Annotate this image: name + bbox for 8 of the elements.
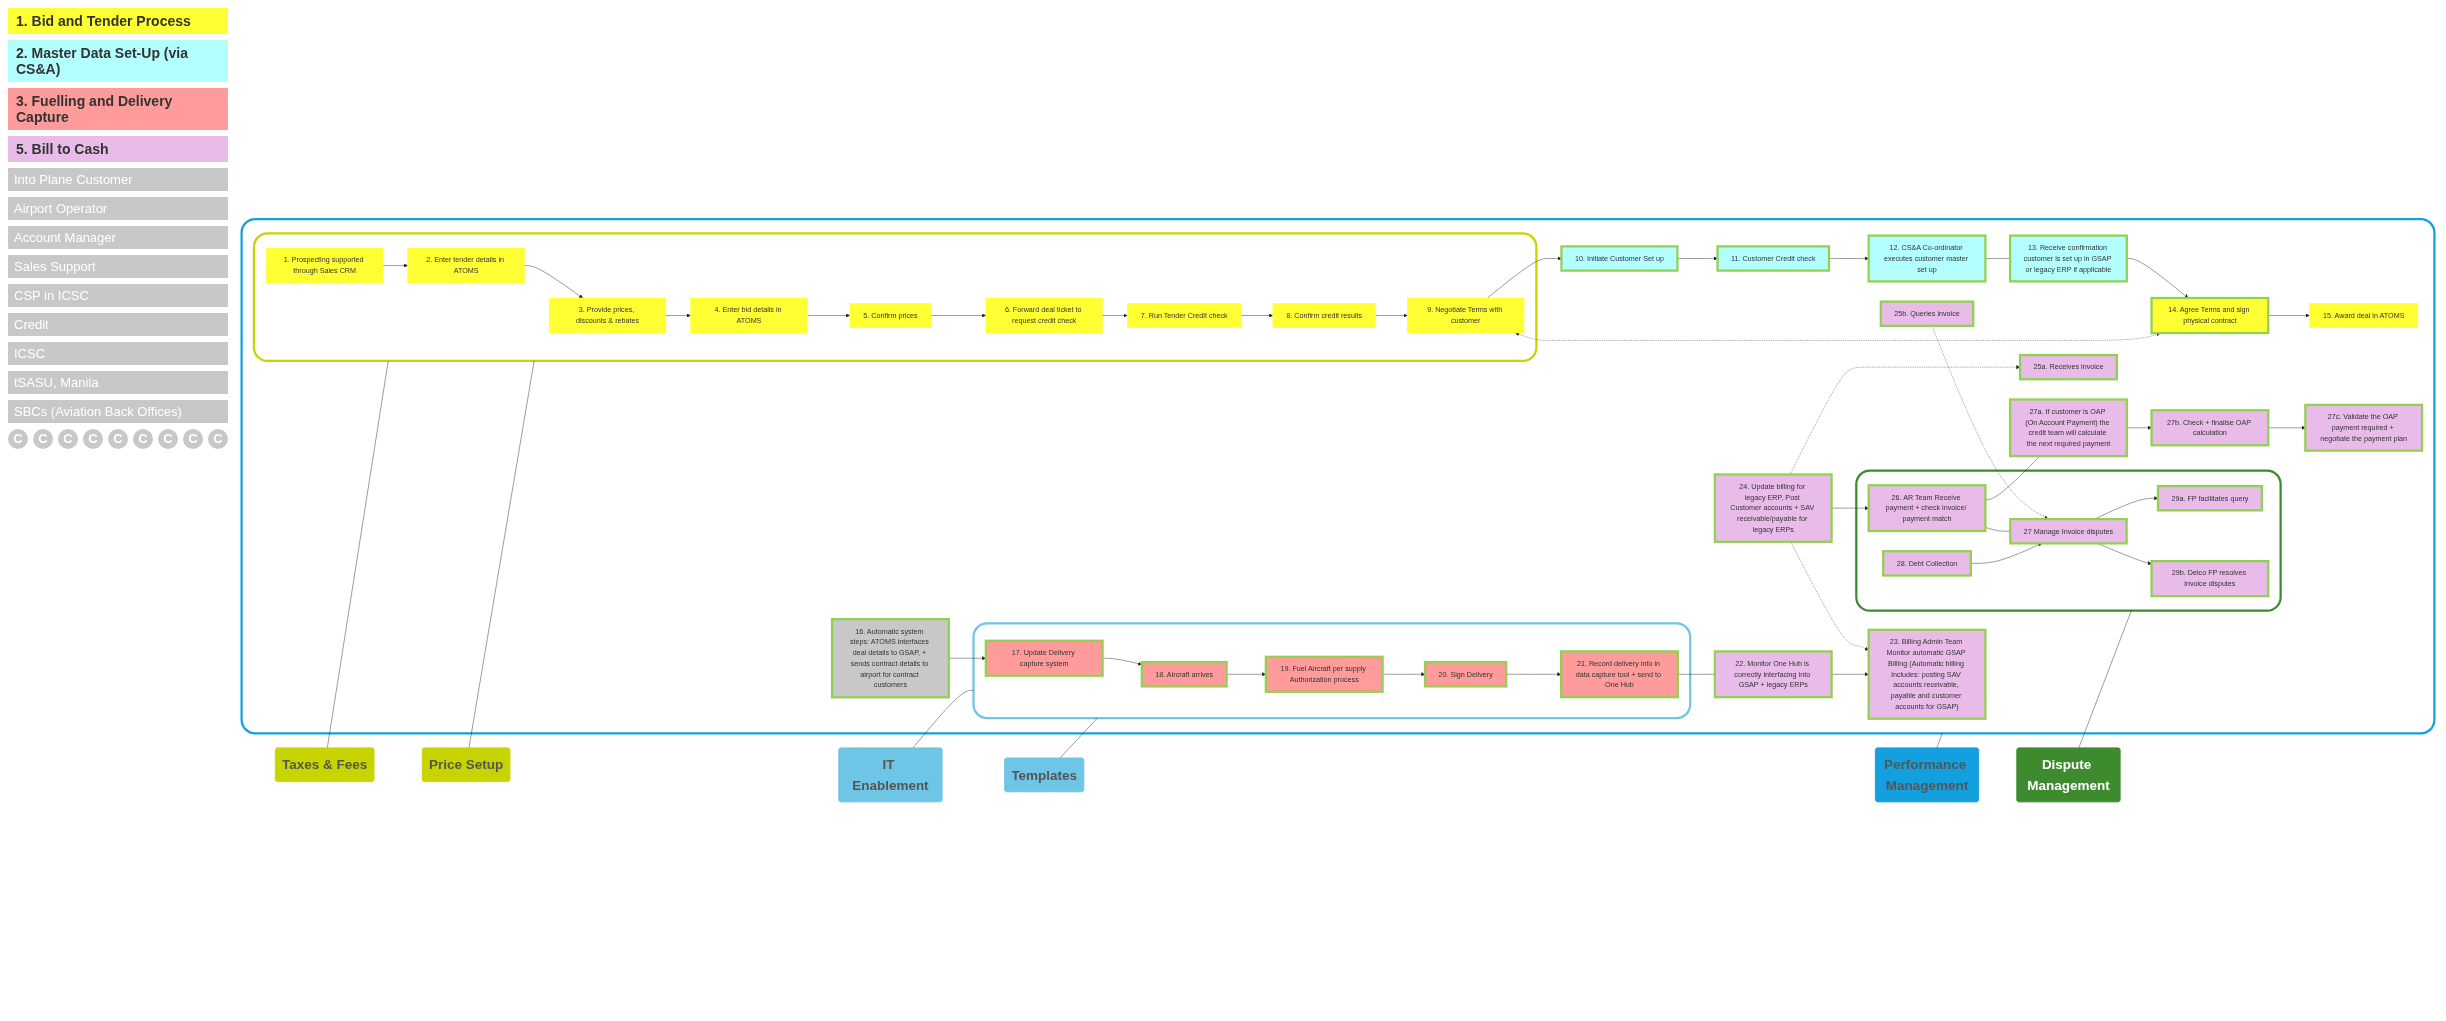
phase-banner: 3. Fuelling and Delivery Capture [8, 88, 228, 130]
cluster [1855, 469, 2282, 612]
phase-banner: 1. Bid and Tender Process [8, 8, 228, 34]
cluster [240, 218, 2436, 735]
phase-banner: 5. Bill to Cash [8, 136, 228, 162]
cluster [972, 622, 1692, 720]
cluster [252, 232, 1538, 363]
phase-banner: 2. Master Data Set-Up (via CS&A) [8, 40, 228, 82]
